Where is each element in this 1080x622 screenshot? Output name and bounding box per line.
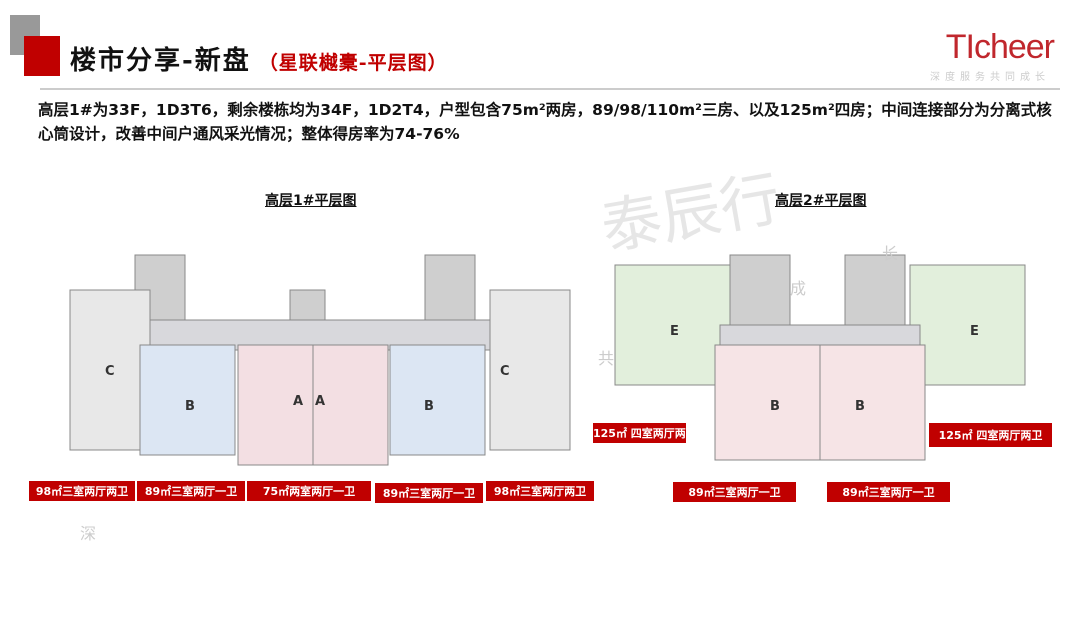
unit-tag: 125㎡ 四室两厅两卫 bbox=[592, 422, 697, 444]
unit-e bbox=[614, 264, 731, 386]
unit-tag: 89㎡三室两厅一卫 bbox=[672, 481, 797, 503]
floor-plan-2: E B B E bbox=[614, 254, 1026, 461]
unit-c bbox=[69, 289, 151, 451]
unit-b bbox=[139, 344, 236, 456]
core bbox=[424, 254, 476, 326]
plan2-title: 高层2#平层图 bbox=[775, 193, 867, 209]
floor-plan-1: C B A A B C bbox=[69, 254, 571, 466]
unit-label: C bbox=[500, 364, 510, 379]
page-title: 楼市分享-新盘 （星联樾橐-平层图） bbox=[70, 40, 448, 77]
unit-label: E bbox=[670, 324, 679, 339]
unit-tag: 98㎡三室两厅两卫 bbox=[485, 480, 595, 502]
unit-label: B bbox=[770, 399, 780, 414]
unit-b bbox=[819, 344, 926, 461]
unit-tag: 98㎡三室两厅两卫 bbox=[28, 480, 136, 502]
unit-b bbox=[389, 344, 486, 456]
unit-tag: 125㎡ 四室两厅两卫 bbox=[928, 422, 1053, 448]
watermark-char: 深 bbox=[80, 524, 97, 543]
unit-label: B bbox=[185, 399, 195, 414]
unit-label: E bbox=[970, 324, 979, 339]
unit-label: B bbox=[855, 399, 865, 414]
unit-a bbox=[312, 344, 389, 466]
core bbox=[844, 254, 906, 336]
description: 高层1#为33F，1D3T6，剩余楼栋均为34F，1D2T4，户型包含75m²两… bbox=[38, 101, 1052, 143]
unit-e bbox=[909, 264, 1026, 386]
watermark-char: 成 bbox=[790, 279, 807, 298]
unit-a bbox=[237, 344, 314, 466]
header-divider bbox=[40, 88, 1060, 90]
unit-tag: 89㎡三室两厅一卫 bbox=[136, 480, 246, 502]
unit-label: A bbox=[315, 394, 325, 409]
unit-tag: 89㎡三室两厅一卫 bbox=[374, 482, 484, 504]
unit-label: A bbox=[293, 394, 303, 409]
unit-tag: 89㎡三室两厅一卫 bbox=[826, 481, 951, 503]
logo: TIcheer bbox=[945, 28, 1055, 66]
core bbox=[729, 254, 791, 336]
watermark-char: 共 bbox=[598, 349, 615, 368]
unit-label: C bbox=[105, 364, 115, 379]
plan1-title: 高层1#平层图 bbox=[265, 193, 357, 209]
unit-label: B bbox=[424, 399, 434, 414]
title-text: 楼市分享-新盘 bbox=[70, 46, 251, 76]
unit-tag: 75㎡两室两厅一卫 bbox=[246, 480, 372, 502]
watermark-char: 长 bbox=[882, 244, 899, 263]
unit-b bbox=[714, 344, 821, 461]
logo-slogan: 深度服务共同成长 bbox=[930, 72, 1050, 83]
page-subtitle: （星联樾橐-平层图） bbox=[258, 52, 448, 74]
header-red-square bbox=[24, 36, 60, 76]
unit-c bbox=[489, 289, 571, 451]
